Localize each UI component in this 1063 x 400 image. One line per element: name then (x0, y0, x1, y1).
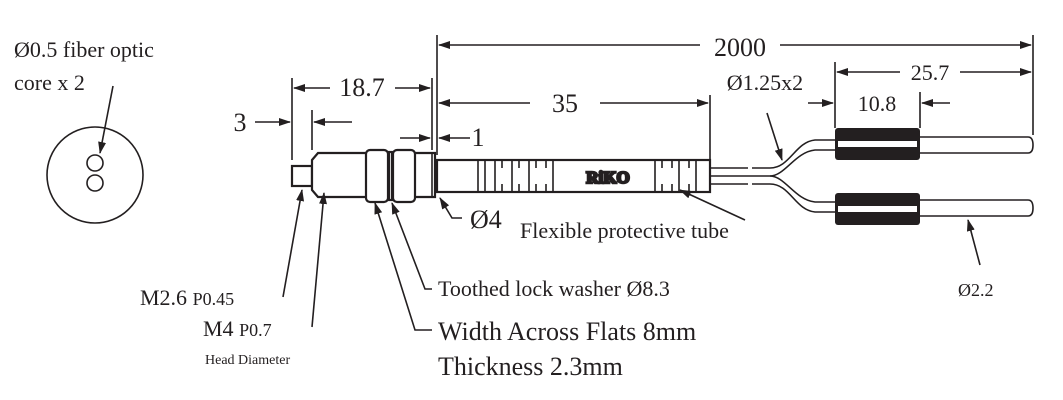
fiber-core-label: Ø0.5 fiber optic (14, 37, 154, 62)
sensor-head (290, 148, 437, 204)
head-thread-label: M4 P0.7 (203, 316, 272, 341)
dim-tube-length: 35 (552, 89, 578, 118)
fiber-end-lower (835, 193, 1034, 225)
fiber-cable (710, 139, 835, 213)
head-diameter-label: Head Diameter (205, 353, 290, 368)
thickness-label: Thickness 2.3mm (438, 352, 623, 381)
dim-tip-length: 3 (234, 108, 247, 137)
fiber-cross-section (46, 85, 144, 224)
tip-thread-size: M2.6 (140, 285, 187, 310)
washer-label: Toothed lock washer Ø8.3 (438, 276, 670, 301)
extension-lines (291, 35, 1034, 160)
tip-thread-label: M2.6 P0.45 (140, 285, 234, 310)
fiber-core-count-label: core x 2 (14, 70, 85, 95)
riko-logo: RiKO (586, 168, 629, 187)
head-thread-pitch: P0.7 (239, 320, 272, 340)
tube-diameter-label: Ø4 (470, 205, 502, 234)
dim-sleeve-length: 10.8 (858, 91, 897, 116)
leader-lines (282, 112, 981, 331)
end-diameter-label: Ø2.2 (958, 280, 994, 300)
tip-thread-pitch: P0.45 (193, 289, 235, 309)
dim-head-length: 18.7 (339, 73, 385, 102)
dimension-lines (255, 41, 1032, 142)
flats-label: Width Across Flats 8mm (438, 317, 696, 346)
dim-gap: 1 (472, 123, 485, 152)
tube-label: Flexible protective tube (520, 218, 729, 243)
dim-fiber-diameter: Ø1.25x2 (727, 70, 803, 95)
flexible-tube: RiKO (435, 158, 712, 194)
head-thread-size: M4 (203, 316, 234, 341)
dim-end-length: 25.7 (911, 60, 950, 85)
dim-total-length: 2000 (714, 33, 766, 62)
fiber-end-upper (835, 128, 1034, 160)
